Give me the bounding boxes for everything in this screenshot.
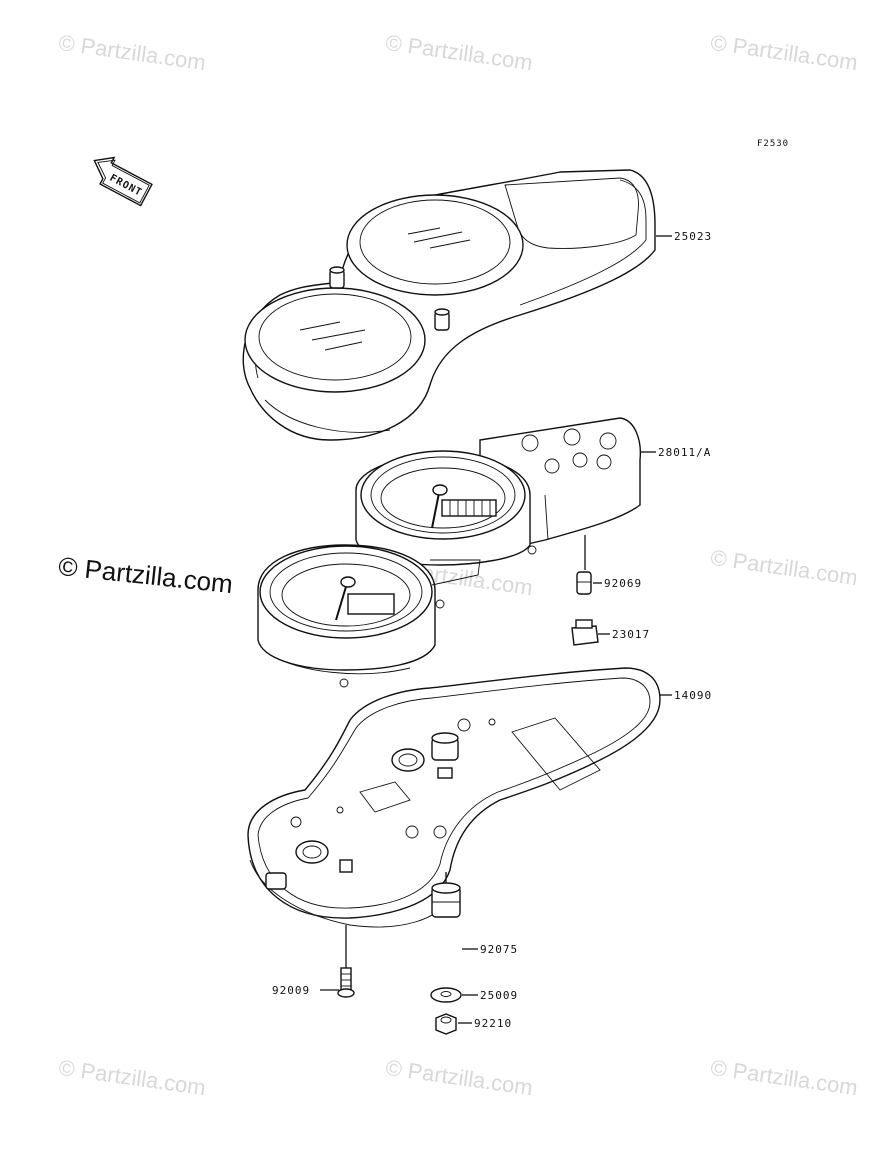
callout-14090: 14090 bbox=[674, 689, 712, 702]
washer-25009 bbox=[430, 987, 462, 1003]
meter-case-lower bbox=[247, 667, 661, 928]
callout-25009: 25009 bbox=[480, 989, 518, 1002]
bulb-92069 bbox=[576, 535, 592, 595]
meter-assembly bbox=[257, 417, 642, 688]
socket-23017 bbox=[571, 619, 599, 646]
callout-23017: 23017 bbox=[612, 628, 650, 641]
callout-25023: 25023 bbox=[674, 230, 712, 243]
figure-code: F2530 bbox=[757, 139, 789, 149]
callout-92210: 92210 bbox=[474, 1017, 512, 1030]
callout-28011: 28011/A bbox=[658, 446, 711, 459]
meter-cover-upper bbox=[242, 169, 656, 441]
callout-92069: 92069 bbox=[604, 577, 642, 590]
callout-92009: 92009 bbox=[272, 984, 310, 997]
nut-92210 bbox=[435, 1013, 457, 1035]
arrow-front-icon: FRONT bbox=[93, 156, 153, 207]
screw-92009 bbox=[337, 925, 355, 998]
grommet-92075 bbox=[431, 872, 461, 918]
callout-92075: 92075 bbox=[480, 943, 518, 956]
